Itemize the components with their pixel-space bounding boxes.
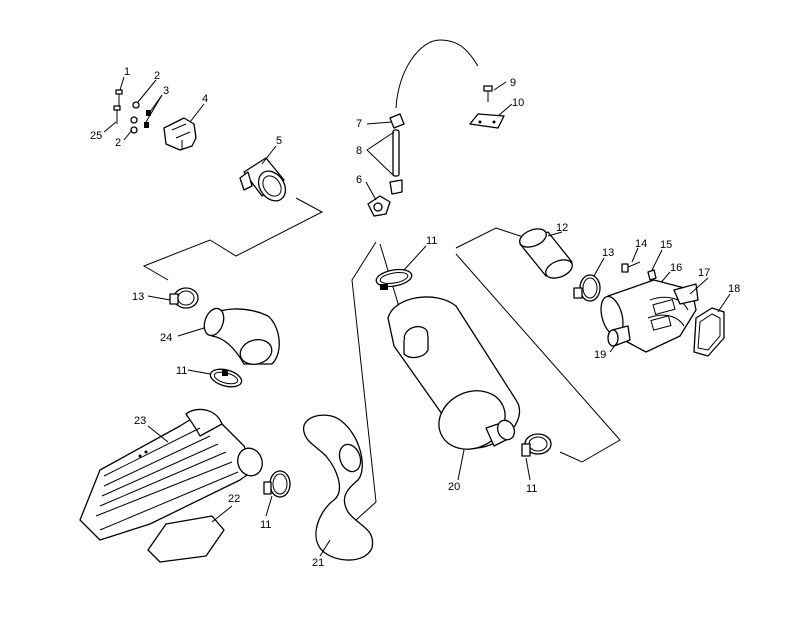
label-15: 15 [660, 239, 672, 251]
part-13-clamp-left [147, 287, 199, 309]
part-11-clamp-right [521, 433, 552, 481]
label-5: 5 [276, 135, 282, 147]
label-7: 7 [356, 118, 362, 130]
part-24-elbow-hose [177, 307, 280, 365]
part-8-rod [392, 129, 400, 177]
label-14: 14 [635, 238, 647, 250]
label-6: 6 [356, 174, 362, 186]
label-19: 19 [594, 349, 606, 361]
label-18: 18 [728, 283, 740, 295]
assembly-lines [142, 39, 621, 521]
part-5-coupler [239, 145, 287, 202]
part-12-pipe [519, 228, 573, 279]
label-13a: 13 [602, 247, 614, 259]
part-17-manifold [600, 277, 709, 353]
part-19-outlet [607, 325, 631, 353]
label-16: 16 [670, 262, 682, 274]
part-6-bracket [367, 179, 403, 217]
part-3-nut [144, 110, 151, 128]
label-4: 4 [202, 93, 208, 105]
part-11-clamp-lower [263, 470, 291, 517]
label-11d: 11 [526, 483, 537, 495]
label-17: 17 [698, 267, 710, 279]
leaders-6-7-8 [365, 121, 395, 201]
part-7-hook [389, 113, 405, 129]
label-13b: 13 [132, 291, 144, 303]
label-21: 21 [312, 557, 324, 569]
label-23: 23 [134, 415, 146, 427]
part-25-screw [113, 105, 121, 124]
label-1: 1 [124, 66, 130, 78]
label-3: 3 [163, 85, 169, 97]
part-23-water-box [79, 408, 263, 541]
part-21-hose [303, 414, 374, 561]
part-22-pad [147, 505, 233, 563]
part-11-clamp-left [187, 368, 243, 388]
label-12: 12 [556, 222, 568, 234]
part-14-bolt [621, 247, 641, 273]
part-9-bolt [483, 81, 507, 102]
label-20: 20 [448, 481, 460, 493]
label-9: 9 [510, 77, 516, 89]
label-11a: 11 [426, 235, 437, 247]
label-8: 8 [356, 145, 362, 157]
label-10: 10 [512, 97, 524, 109]
leaders-top-left [103, 76, 205, 141]
part-2-washer [132, 101, 140, 109]
part-20-muffler [387, 296, 521, 481]
part-1-screw [115, 89, 123, 106]
part-18-gasket [693, 293, 731, 357]
part-number-labels: 1 2 3 4 25 2 5 7 8 6 9 10 11 12 13 14 15… [90, 66, 740, 569]
part-4-bracket [163, 117, 197, 151]
label-25: 25 [90, 130, 102, 142]
label-2a: 2 [154, 70, 160, 82]
part-13-clamp-right [573, 257, 605, 302]
part-10-plate [469, 103, 513, 129]
part-2b-washer [130, 116, 138, 134]
part-11-clamp-top [375, 245, 427, 290]
label-2b: 2 [115, 137, 121, 149]
label-24: 24 [160, 332, 172, 344]
part-15-nut [647, 249, 663, 281]
label-11b: 11 [176, 365, 187, 377]
label-11c: 11 [260, 519, 271, 531]
label-22: 22 [228, 493, 240, 505]
